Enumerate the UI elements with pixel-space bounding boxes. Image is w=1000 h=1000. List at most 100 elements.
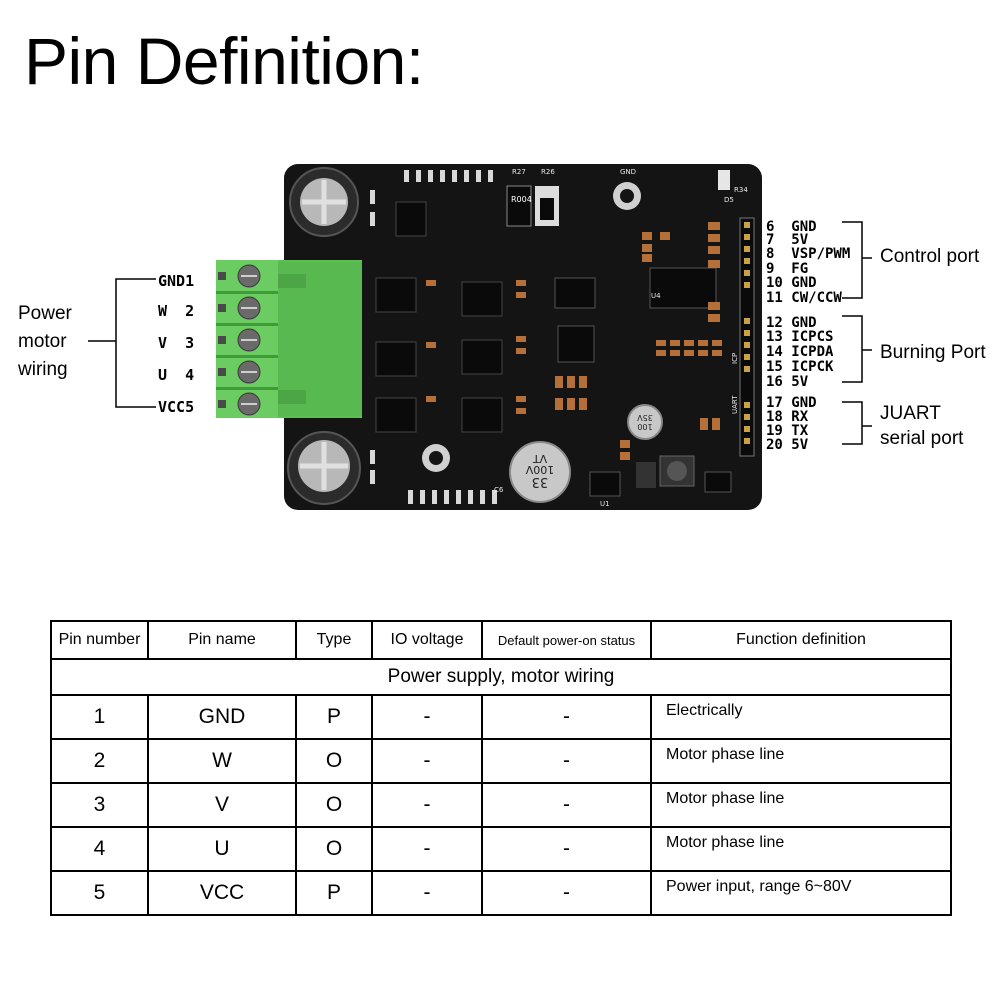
table-row: 2 W O - - Motor phase line [50, 738, 952, 784]
cell-io: - [371, 782, 483, 828]
right-brackets [842, 221, 872, 445]
pin-17: 17 GND [766, 395, 817, 411]
power-motor-label-2: motor [18, 331, 67, 352]
cell-name: VCC [147, 870, 297, 916]
left-pin-4: U 4 [158, 366, 195, 384]
svg-text:U1: U1 [600, 500, 610, 508]
pin-table: Pin number Pin name Type IO voltage Defa… [50, 620, 952, 916]
pin-14: 14 ICPDA [766, 344, 834, 360]
mosfet-array [375, 201, 503, 433]
cell-name: W [147, 738, 297, 784]
table-row: 3 V O - - Motor phase line [50, 782, 952, 828]
cell-type: P [295, 694, 373, 740]
cell-type: O [295, 738, 373, 784]
svg-text:33: 33 [532, 474, 549, 489]
pin-19: 19 TX [766, 423, 809, 439]
svg-text:UART: UART [731, 395, 739, 414]
u4-chip [649, 267, 717, 309]
cell-name: U [147, 826, 297, 872]
cell-io: - [371, 738, 483, 784]
u3-chip [554, 277, 596, 309]
svg-text:100V: 100V [525, 463, 554, 476]
cell-status: - [481, 738, 652, 784]
burning-port-label: Burning Port [880, 342, 986, 363]
cell-type: O [295, 826, 373, 872]
terminal-block [216, 260, 362, 418]
page-title: Pin Definition: [24, 24, 424, 98]
pin-header-pins [744, 222, 750, 444]
table-row: 5 VCC P - - Power input, range 6~80V [50, 870, 952, 916]
left-pin-1: GND1 [158, 272, 195, 290]
u2-chip [557, 325, 595, 363]
pin-6: 6 GND [766, 219, 817, 235]
section-title: Power supply, motor wiring [50, 658, 952, 696]
power-motor-label-3: wiring [18, 359, 68, 380]
header-default-status: Default power-on status [481, 620, 652, 660]
svg-text:R27: R27 [512, 168, 526, 176]
pin-9: 9 FG [766, 261, 809, 277]
power-motor-label-1: Power [18, 303, 72, 324]
pin-12: 12 GND [766, 315, 817, 331]
cell-function: Motor phase line [650, 826, 952, 872]
cell-status: - [481, 782, 652, 828]
pin-11: 11 CW/CCW [766, 290, 842, 306]
pin-16: 16 5V [766, 374, 809, 390]
pin-8: 8 VSP/PWM [766, 246, 851, 262]
pcb-illustration: GND R27 R26 R004 R34 D5 U4 U1 C6 ICP UAR… [88, 164, 872, 510]
svg-text:35V: 35V [637, 413, 653, 422]
left-bracket [88, 278, 156, 408]
cell-num: 2 [50, 738, 149, 784]
svg-text:C6: C6 [494, 486, 504, 494]
cell-function: Motor phase line [650, 738, 952, 784]
cell-name: GND [147, 694, 297, 740]
pin-15: 15 ICPCK [766, 359, 834, 375]
capacitor-33uf [509, 441, 571, 503]
svg-text:R26: R26 [541, 168, 555, 176]
svg-text:U4: U4 [651, 292, 661, 300]
cell-status: - [481, 826, 652, 872]
pin-20: 20 5V [766, 437, 809, 453]
table-row: 1 GND P - - Electrically [50, 694, 952, 740]
header-pin-name: Pin name [147, 620, 297, 660]
table-section-row: Power supply, motor wiring [50, 658, 952, 696]
juart-label-1: JUART [880, 403, 941, 424]
cell-status: - [481, 694, 652, 740]
capacitor-100uf [627, 404, 663, 440]
cell-type: O [295, 782, 373, 828]
svg-text:ICP: ICP [731, 353, 739, 364]
cell-status: - [481, 870, 652, 916]
control-port-label: Control port [880, 246, 980, 267]
header-type: Type [295, 620, 373, 660]
capacitor-top [289, 167, 359, 237]
silk-gnd: GND [620, 168, 636, 176]
cell-name: V [147, 782, 297, 828]
header-function: Function definition [650, 620, 952, 660]
left-pin-5: VCC5 [158, 398, 195, 416]
cell-io: - [371, 870, 483, 916]
cell-io: - [371, 694, 483, 740]
cell-function: Electrically [650, 694, 952, 740]
svg-text:R34: R34 [734, 186, 748, 194]
capacitor-bottom [287, 431, 361, 505]
svg-text:D5: D5 [724, 196, 734, 204]
table-header-row: Pin number Pin name Type IO voltage Defa… [50, 620, 952, 660]
left-pin-2: W 2 [158, 302, 195, 320]
pin-header [739, 217, 755, 457]
edge-pads [370, 170, 730, 504]
cell-num: 3 [50, 782, 149, 828]
board-diagram: GND R27 R26 R004 R34 D5 U4 U1 C6 ICP UAR… [0, 150, 1000, 520]
cell-function: Power input, range 6~80V [650, 870, 952, 916]
svg-text:R004: R004 [511, 195, 532, 204]
pin-18: 18 RX [766, 409, 809, 425]
cell-num: 1 [50, 694, 149, 740]
cell-io: - [371, 826, 483, 872]
left-pin-3: V 3 [158, 334, 195, 352]
svg-text:100: 100 [637, 422, 652, 431]
juart-label-2: serial port [880, 428, 964, 449]
cell-function: Motor phase line [650, 782, 952, 828]
svg-text:VT: VT [533, 452, 548, 465]
pin-13: 13 ICPCS [766, 329, 834, 345]
pin-7: 7 5V [766, 232, 809, 248]
cell-type: P [295, 870, 373, 916]
pin-10: 10 GND [766, 275, 817, 291]
